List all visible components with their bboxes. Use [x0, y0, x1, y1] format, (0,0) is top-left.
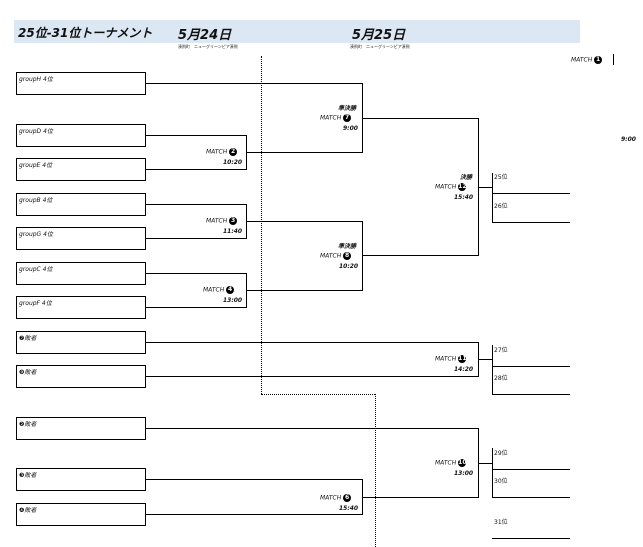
match-11-time: 14:20: [454, 366, 474, 373]
line-groupc: [146, 273, 246, 274]
match-11-place-bar: [492, 345, 493, 395]
place-28-label: 28位: [494, 375, 508, 382]
match-1-time: 9:00: [621, 136, 636, 143]
page-title: 25位-31位トーナメント: [18, 26, 153, 40]
line-loser-9: [146, 376, 478, 377]
place-25-label: 25位: [494, 174, 508, 181]
match-10-time: 13:00: [454, 470, 474, 477]
place-31-label: 31位: [494, 519, 508, 526]
match-11-label: MATCH 11: [435, 355, 467, 363]
match-2-number-icon: 2: [229, 148, 238, 156]
match-7-round: 準決勝: [338, 105, 357, 112]
match-8-out: [362, 255, 478, 256]
match-10-label: MATCH 10: [435, 459, 467, 467]
match-6-number-icon: 6: [343, 494, 352, 502]
match-11-number-icon: 11: [458, 355, 467, 363]
match-7-time: 9:00: [343, 125, 358, 132]
match-11-out: [478, 359, 492, 360]
slot-groupb: groupB 4位: [16, 193, 146, 216]
match-3-time: 11:40: [223, 228, 243, 235]
match-8-time: 10:20: [339, 263, 359, 270]
match-4-label: MATCH 4: [203, 286, 235, 294]
slot-loser-4: ❹敗者: [16, 503, 146, 526]
day-separator-step: [261, 394, 375, 395]
line-loser-4: [146, 514, 362, 515]
match-10-number-icon: 10: [458, 459, 467, 467]
match-3-label: MATCH 3: [206, 217, 238, 225]
place-30-line: [492, 497, 570, 498]
place-29-line: [492, 469, 570, 470]
match-12-number-icon: 12: [458, 183, 467, 191]
match-8-round: 準決勝: [338, 243, 357, 250]
match-12-place-bar: [492, 173, 493, 223]
line-loser-7: [146, 342, 478, 343]
match-4-time: 13:00: [223, 297, 243, 304]
match-12-time: 15:40: [454, 194, 474, 201]
match-10-place-bar: [492, 448, 493, 498]
match-2-out: [246, 152, 362, 153]
match-7-out: [362, 118, 478, 119]
place-29-label: 29位: [494, 450, 508, 457]
line-loser-3: [146, 479, 362, 480]
slot-grouph: groupH 4位: [16, 72, 146, 95]
slot-loser-3: ❸敗者: [16, 468, 146, 491]
match-4-out: [246, 290, 362, 291]
match-10-out: [478, 463, 492, 464]
match-2-time: 10:20: [223, 159, 243, 166]
date-day2: 5月25日: [352, 28, 406, 43]
line-groupd: [146, 135, 246, 136]
place-28-line: [492, 394, 570, 395]
venue-day2: 湊飛町 ニューグリーンピア湊飛: [350, 44, 410, 49]
match-4-number-icon: 4: [226, 286, 235, 294]
place-30-label: 30位: [494, 478, 508, 485]
match-2-label: MATCH 2: [206, 148, 238, 156]
place-26-label: 26位: [494, 203, 508, 210]
match-1-line: [613, 54, 614, 65]
line-groupb: [146, 204, 246, 205]
line-groupg: [146, 238, 246, 239]
line-loser-2: [146, 428, 478, 429]
match-7-number-icon: 7: [343, 114, 352, 122]
match-1-number-icon: 1: [594, 56, 603, 64]
slot-loser-7: ❼敗者: [16, 331, 146, 354]
match-3-out: [246, 221, 362, 222]
date-day1: 5月24日: [178, 28, 232, 43]
place-26-line: [492, 222, 570, 223]
slot-loser-9: ❾敗者: [16, 365, 146, 388]
day-separator-upper: [261, 56, 262, 394]
slot-groupc: groupC 4位: [16, 262, 146, 285]
match-6-label: MATCH 6: [320, 494, 352, 502]
line-groupf: [146, 307, 246, 308]
slot-loser-2: ❷敗者: [16, 417, 146, 440]
match-6-out: [362, 497, 478, 498]
slot-groupe: groupE 4位: [16, 158, 146, 181]
slot-groupd: groupD 4位: [16, 124, 146, 147]
match-7-label: MATCH 7: [320, 114, 352, 122]
match-12-out: [478, 187, 492, 188]
slot-groupg: groupG 4位: [16, 227, 146, 250]
match-12-round: 決勝: [460, 174, 473, 181]
match-6-time: 15:40: [339, 505, 359, 512]
place-25-line: [492, 193, 570, 194]
match-3-number-icon: 3: [229, 217, 238, 225]
place-27-label: 27位: [494, 347, 508, 354]
place-27-line: [492, 366, 570, 367]
venue-day1: 湊飛町 ニューグリーンピア湊飛: [178, 44, 238, 49]
line-groupe: [146, 169, 246, 170]
header-band: [14, 20, 580, 43]
match-8-label: MATCH 8: [320, 252, 352, 260]
match-1-label: MATCH 1: [571, 56, 603, 64]
match-8-bracket: [362, 221, 363, 291]
slot-groupf: groupF 4位: [16, 296, 146, 319]
place-31-line: [492, 538, 570, 539]
line-grouph: [146, 83, 362, 84]
match-8-number-icon: 8: [343, 252, 352, 260]
day-separator-lower: [375, 394, 376, 547]
match-12-label: MATCH 12: [435, 183, 467, 191]
